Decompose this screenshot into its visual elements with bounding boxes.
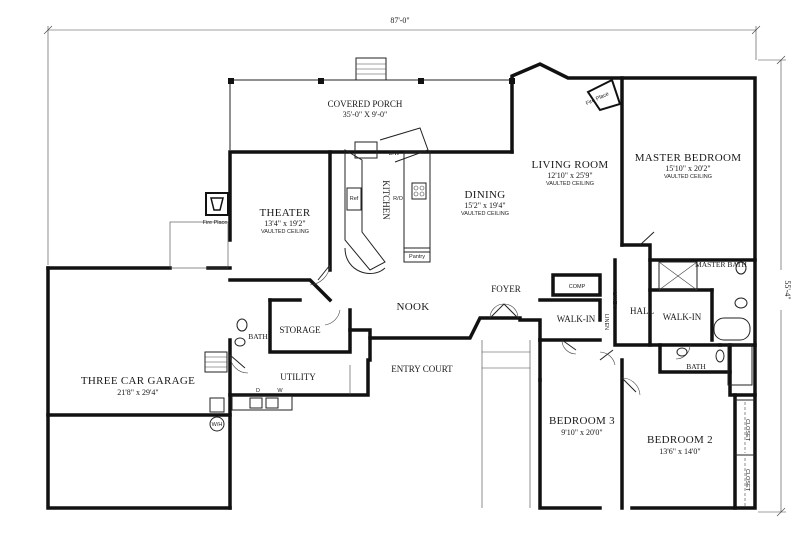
- range-oven-label: R/O: [393, 196, 404, 202]
- overall-depth-label: 55'-4": [783, 280, 792, 299]
- bedroom-3-label: BEDROOM 3: [549, 415, 615, 427]
- bedroom-2-size: 13'6" x 14'0": [659, 447, 700, 456]
- bath-small-label: BATH: [248, 332, 268, 341]
- refrigerator-box: [346, 187, 362, 211]
- master-bedroom-size: 15'10" x 20'2": [665, 164, 710, 173]
- foyer-label: FOYER: [491, 284, 521, 294]
- toilet-icon: [236, 318, 248, 332]
- garage-size: 21'8" x 29'4": [117, 388, 158, 397]
- pantry-label: Pantry: [409, 254, 425, 260]
- pantry-box: [403, 247, 431, 263]
- bath-label: BATH: [686, 362, 706, 371]
- master-bedroom-note: VAULTED CEILING: [664, 174, 712, 180]
- tub-icon: [713, 317, 751, 341]
- master-bath-label-1: MASTER BATH: [695, 260, 747, 269]
- water-heater-icon: [209, 416, 225, 432]
- overall-width-label: 87'-0": [390, 16, 409, 25]
- door-swings: [229, 231, 691, 396]
- toilet-icon: [735, 261, 747, 275]
- living-room-size: 12'10" x 25'9": [547, 171, 592, 180]
- refrigerator-label: Ref: [350, 196, 359, 202]
- kitchen-counters: [344, 127, 431, 274]
- dining-label: DINING: [465, 189, 506, 201]
- bath-fixtures: [234, 261, 753, 386]
- covered-porch-label: COVERED PORCH: [328, 99, 403, 109]
- water-heater-label: W/H: [212, 422, 223, 428]
- bedroom-3-size: 9'10" x 20'0": [561, 428, 602, 437]
- linen-label-1: LINEN: [611, 292, 617, 308]
- theater-label: THEATER: [260, 207, 311, 219]
- fireplace-theater-icon: [205, 192, 229, 216]
- overall-width-dimension: 87'-0": [43, 14, 761, 265]
- living-room-note: VAULTED CEILING: [546, 181, 594, 187]
- walk-in-bed3-label: WALK-IN: [557, 314, 596, 324]
- toilet-icon: [715, 349, 725, 363]
- closet-label-1: CLOSET: [744, 419, 750, 442]
- utility-appliances: [204, 351, 293, 432]
- overall-depth-dimension: 55'-4": [758, 55, 792, 517]
- entry-steps: [169, 221, 531, 508]
- fireplace-master-icon: [586, 78, 622, 112]
- kitchen-sink-icon: [354, 141, 378, 159]
- garage-label: THREE CAR GARAGE: [81, 375, 195, 387]
- sink-icon: [234, 337, 246, 347]
- hall-label: HALL: [630, 306, 654, 316]
- interior-walls: [228, 76, 757, 510]
- living-room-label: LIVING ROOM: [532, 159, 609, 171]
- sink-icon: [734, 297, 748, 309]
- bathtub-icon: [727, 344, 753, 386]
- closet-label-2: CLOSET: [744, 469, 750, 492]
- covered-porch-size: 35'-0" X 9'-0": [343, 110, 388, 119]
- shower-icon: [658, 261, 698, 291]
- master-bedroom-label: MASTER BEDROOM: [635, 152, 742, 164]
- walk-in-master-label: WALK-IN: [663, 312, 702, 322]
- bedroom-2-label: BEDROOM 2: [647, 434, 713, 446]
- fireplace-theater-label: Fire Place: [203, 220, 228, 226]
- theater-size: 13'4" x 19'2": [264, 219, 305, 228]
- dishwasher-label: D/W: [389, 151, 401, 157]
- kitchen-label: KITCHEN: [381, 180, 391, 220]
- theater-note: VAULTED CEILING: [261, 229, 309, 235]
- bedroom-2-closets: [735, 399, 755, 506]
- utility-label: UTILITY: [280, 372, 316, 382]
- storage-label: STORAGE: [279, 325, 321, 335]
- range-icon: [411, 182, 427, 200]
- dryer-label: D: [256, 388, 260, 394]
- dining-note: VAULTED CEILING: [461, 211, 509, 217]
- comp-label: COMP: [569, 284, 586, 290]
- entry-court-label: ENTRY COURT: [391, 364, 453, 374]
- linen-label-2: LINEN: [603, 314, 609, 330]
- sink-icon: [676, 347, 688, 357]
- exterior-walls: [46, 62, 757, 510]
- nook-label: NOOK: [397, 301, 430, 313]
- dining-size: 15'2" x 19'4": [464, 201, 505, 210]
- washer-label: W: [277, 388, 283, 394]
